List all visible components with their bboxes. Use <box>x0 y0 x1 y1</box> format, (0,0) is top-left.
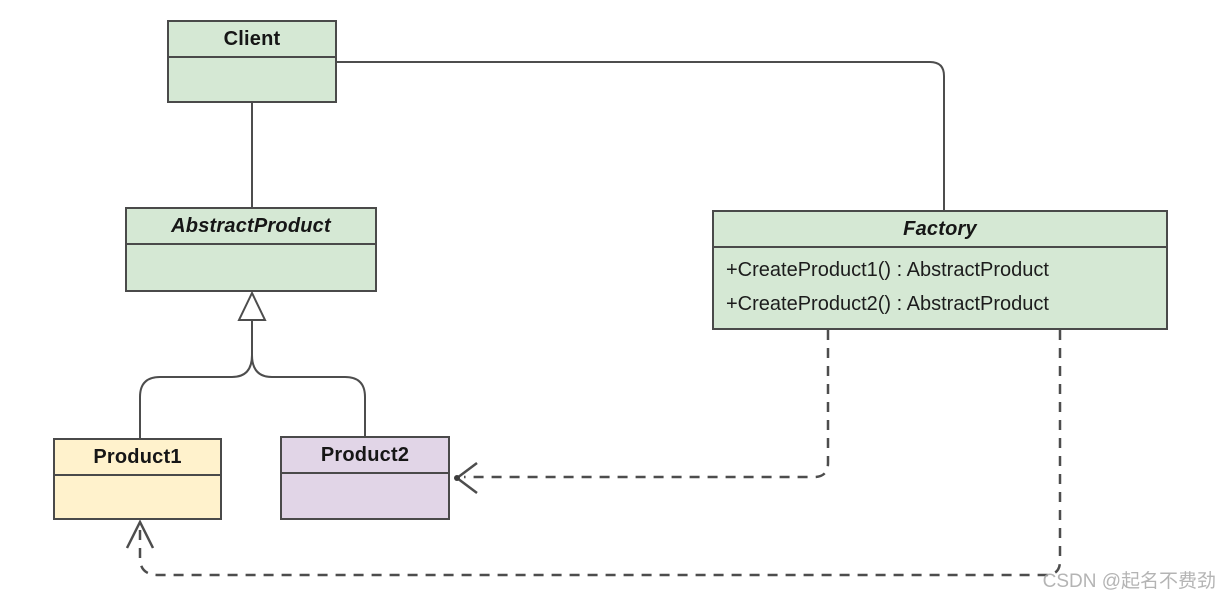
method-createproduct2: +CreateProduct2() : AbstractProduct <box>726 293 1049 315</box>
class-abstractproduct-name: AbstractProduct <box>127 209 375 245</box>
class-product2-name: Product2 <box>282 438 448 474</box>
class-factory-methods: +CreateProduct1() : AbstractProduct +Cre… <box>714 248 1166 328</box>
class-factory-name: Factory <box>714 212 1166 248</box>
class-product2-attributes <box>282 474 448 518</box>
class-factory: Factory +CreateProduct1() : AbstractProd… <box>712 210 1168 330</box>
class-client: Client <box>167 20 337 103</box>
class-product1-attributes <box>55 476 220 518</box>
class-product2: Product2 <box>280 436 450 520</box>
class-client-attributes <box>169 58 335 101</box>
class-abstractproduct-attributes <box>127 245 375 290</box>
class-abstractproduct: AbstractProduct <box>125 207 377 292</box>
connector-factory-product2 <box>454 330 830 494</box>
connector-generalization-tree <box>139 290 366 438</box>
connector-factory-product1 <box>125 330 1062 577</box>
hollow-triangle-arrow-icon <box>237 290 267 321</box>
connector-client-factory <box>337 61 945 210</box>
class-client-name: Client <box>169 22 335 58</box>
csdn-watermark: CSDN @起名不费劲 <box>1042 571 1216 592</box>
method-createproduct1: +CreateProduct1() : AbstractProduct <box>726 259 1049 281</box>
class-product1-name: Product1 <box>55 440 220 476</box>
class-product1: Product1 <box>53 438 222 520</box>
open-arrow-up-icon <box>125 519 155 549</box>
